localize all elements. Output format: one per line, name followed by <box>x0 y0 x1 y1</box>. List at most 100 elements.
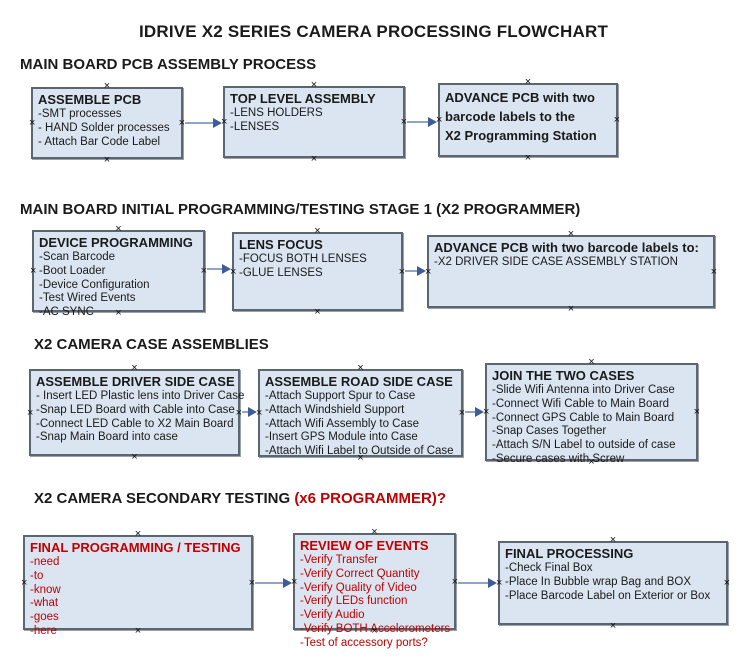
flow-box-item: -Place Barcode Label on Exterior or Box <box>505 589 711 602</box>
section-heading-red-part: (x6 PROGRAMMER)? <box>294 490 446 507</box>
connection-handle-icon: × <box>693 406 700 418</box>
connection-handle-icon: × <box>314 306 321 318</box>
flow-box-assemble-pcb: × × × × ASSEMBLE PCB -SMT processes - HA… <box>29 81 185 166</box>
flow-box-item: -Test of accessory ports? <box>300 636 428 649</box>
flow-box-item: -FOCUS BOTH LENSES <box>239 253 367 265</box>
connection-handle-icon: × <box>310 153 318 165</box>
connection-handle-icon: × <box>588 356 595 368</box>
connector-arrow <box>207 264 231 274</box>
flow-box-review-of-events: × × × × REVIEW OF EVENTS -Verify Transfe… <box>291 527 458 649</box>
connector-arrow <box>458 578 497 588</box>
flow-box-item: -Insert GPS Module into Case <box>265 431 418 444</box>
connection-handle-icon: × <box>134 528 142 540</box>
flow-box-title: TOP LEVEL ASSEMBLY <box>230 91 376 106</box>
flow-box-title: LENS FOCUS <box>239 237 323 252</box>
connection-handle-icon: × <box>27 406 34 419</box>
section-heading-secondary-testing: X2 CAMERA SECONDARY TESTING (x6 PROGRAMM… <box>34 490 446 507</box>
flow-box-item: -Verify Quality of Video <box>300 581 417 594</box>
flow-box-item: -here <box>30 624 57 637</box>
flow-box-title: ADVANCE PCB with two barcode labels to: <box>434 240 699 255</box>
flow-box-item: - Attach Bar Code Label <box>38 135 161 148</box>
connection-handle-icon: × <box>131 362 138 374</box>
flow-box-item: -Verify BOTH Accelerometers <box>300 622 451 635</box>
connection-handle-icon: × <box>21 576 28 589</box>
flow-box-item: -know <box>30 583 61 596</box>
flow-box-title-line: ADVANCE PCB with two <box>445 90 595 105</box>
connector-arrow <box>242 407 257 417</box>
flow-box-item: -Verify LEDs function <box>300 595 408 608</box>
flow-box-item: -Verify Transfer <box>300 554 378 566</box>
flow-box-item: -Attach Wifi Assembly to Case <box>265 417 420 430</box>
connection-handle-icon: × <box>524 152 532 164</box>
flow-box-item: -what <box>30 597 59 610</box>
connector-arrow <box>185 118 222 128</box>
connection-handle-icon: × <box>115 223 122 235</box>
flow-box-item: -Slide Wifi Antenna into Driver Case <box>492 384 675 396</box>
flow-box-item: -Secure cases with Screw <box>492 452 625 465</box>
flow-box-item: -Boot Loader <box>39 264 106 277</box>
flow-box-item: -Place In Bubble wrap Bag and BOX <box>505 575 692 588</box>
flow-box-title: DEVICE PROGRAMMING <box>39 235 193 250</box>
flow-box-title-line: barcode labels to the <box>445 109 576 124</box>
flow-box-item: - HAND Solder processes <box>38 121 170 134</box>
flow-box-advance-pcb-station: × × × × ADVANCE PCB with two barcode lab… <box>436 77 620 164</box>
connector-arrow <box>465 407 484 417</box>
connection-handle-icon: × <box>103 154 111 166</box>
connection-handle-icon: × <box>723 577 730 589</box>
flow-box-item: -goes <box>30 611 59 624</box>
flow-box-item: -need <box>30 556 60 568</box>
connection-handle-icon: × <box>371 526 378 538</box>
flow-box-device-programming: × × × × DEVICE PROGRAMMING -Scan Barcode… <box>30 224 207 319</box>
flow-box-item: -Check Final Box <box>505 562 593 574</box>
flow-box-driver-side-case: × × × × ASSEMBLE DRIVER SIDE CASE - Inse… <box>27 363 244 463</box>
connection-handle-icon: × <box>314 225 321 237</box>
page-title: IDRIVE X2 SERIES CAMERA PROCESSING FLOWC… <box>138 22 609 41</box>
flow-box-item: -Connect GPS Cable to Main Board <box>492 411 675 424</box>
flow-box-item: -Connect Wifi Cable to Main Board <box>492 397 670 410</box>
flow-box-item: -Attach S/N Label to outside of case <box>492 439 676 452</box>
flow-box-advance-pcb-driver: × × × × ADVANCE PCB with two barcode lab… <box>425 229 717 315</box>
section-heading-case-assemblies: X2 CAMERA CASE ASSEMBLIES <box>34 336 269 353</box>
flow-box-title: ASSEMBLE ROAD SIDE CASE <box>265 374 453 389</box>
connection-handle-icon: × <box>103 80 111 92</box>
flow-box-final-processing: × × × × FINAL PROCESSING -Check Final Bo… <box>496 535 730 632</box>
flow-box-item: -Connect LED Cable to X2 Main Board <box>36 417 234 430</box>
flow-box-item: -X2 DRIVER SIDE CASE ASSEMBLY STATION <box>434 256 678 268</box>
flow-box-title: REVIEW OF EVENTS <box>300 538 429 553</box>
flow-box-item: -GLUE LENSES <box>239 266 323 279</box>
flow-box-item: -Snap LED Board with Cable into Case <box>36 403 235 416</box>
flow-box-item: -Verify Audio <box>300 609 365 622</box>
flow-box-item: -LENSES <box>230 120 280 133</box>
flow-box-item: -Attach Support Spur to Case <box>265 390 416 402</box>
flow-box-item: -AC SYNC <box>39 306 94 319</box>
flow-box-title: FINAL PROCESSING <box>505 546 634 561</box>
flow-box-title: FINAL PROGRAMMING / TESTING <box>30 540 241 555</box>
connection-handle-icon: × <box>613 114 620 126</box>
flow-box-title: ASSEMBLE PCB <box>38 92 142 107</box>
section-heading-pcb-assembly: MAIN BOARD PCB ASSEMBLY PROCESS <box>20 56 317 73</box>
flow-box-item: -Attach Wifi Label to Outside of Case <box>265 445 454 458</box>
connector-arrow <box>255 578 292 588</box>
flow-box-item: -Test Wired Events <box>39 292 136 305</box>
flow-box-item: -LENS HOLDERS <box>230 107 323 119</box>
connection-handle-icon: × <box>524 76 532 88</box>
flow-box-item: -to <box>30 569 44 582</box>
connector-arrow <box>405 266 426 276</box>
connection-handle-icon: × <box>310 79 318 91</box>
connection-handle-icon: × <box>357 362 364 374</box>
connection-handle-icon: × <box>29 117 36 129</box>
flow-box-road-side-case: × × × × ASSEMBLE ROAD SIDE CASE -Attach … <box>256 363 465 464</box>
flow-box-final-programming: × × × × FINAL PROGRAMMING / TESTING -nee… <box>21 529 255 637</box>
flow-box-item: -SMT processes <box>38 108 122 120</box>
flow-box-title-line: X2 Programming Station <box>445 128 597 143</box>
section-heading-initial-programming: MAIN BOARD INITIAL PROGRAMMING/TESTING S… <box>20 201 581 218</box>
flow-box-item: -Device Configuration <box>39 278 150 291</box>
section-heading-black-part: X2 CAMERA SECONDARY TESTING <box>34 490 295 507</box>
connection-handle-icon: × <box>710 265 717 278</box>
connection-handle-icon: × <box>567 228 575 240</box>
flow-box-title: JOIN THE TWO CASES <box>492 368 635 383</box>
flow-box-item: -Verify Correct Quantity <box>300 567 420 580</box>
connection-handle-icon: × <box>609 620 617 632</box>
flow-box-item: -Snap Cases Together <box>492 425 607 438</box>
